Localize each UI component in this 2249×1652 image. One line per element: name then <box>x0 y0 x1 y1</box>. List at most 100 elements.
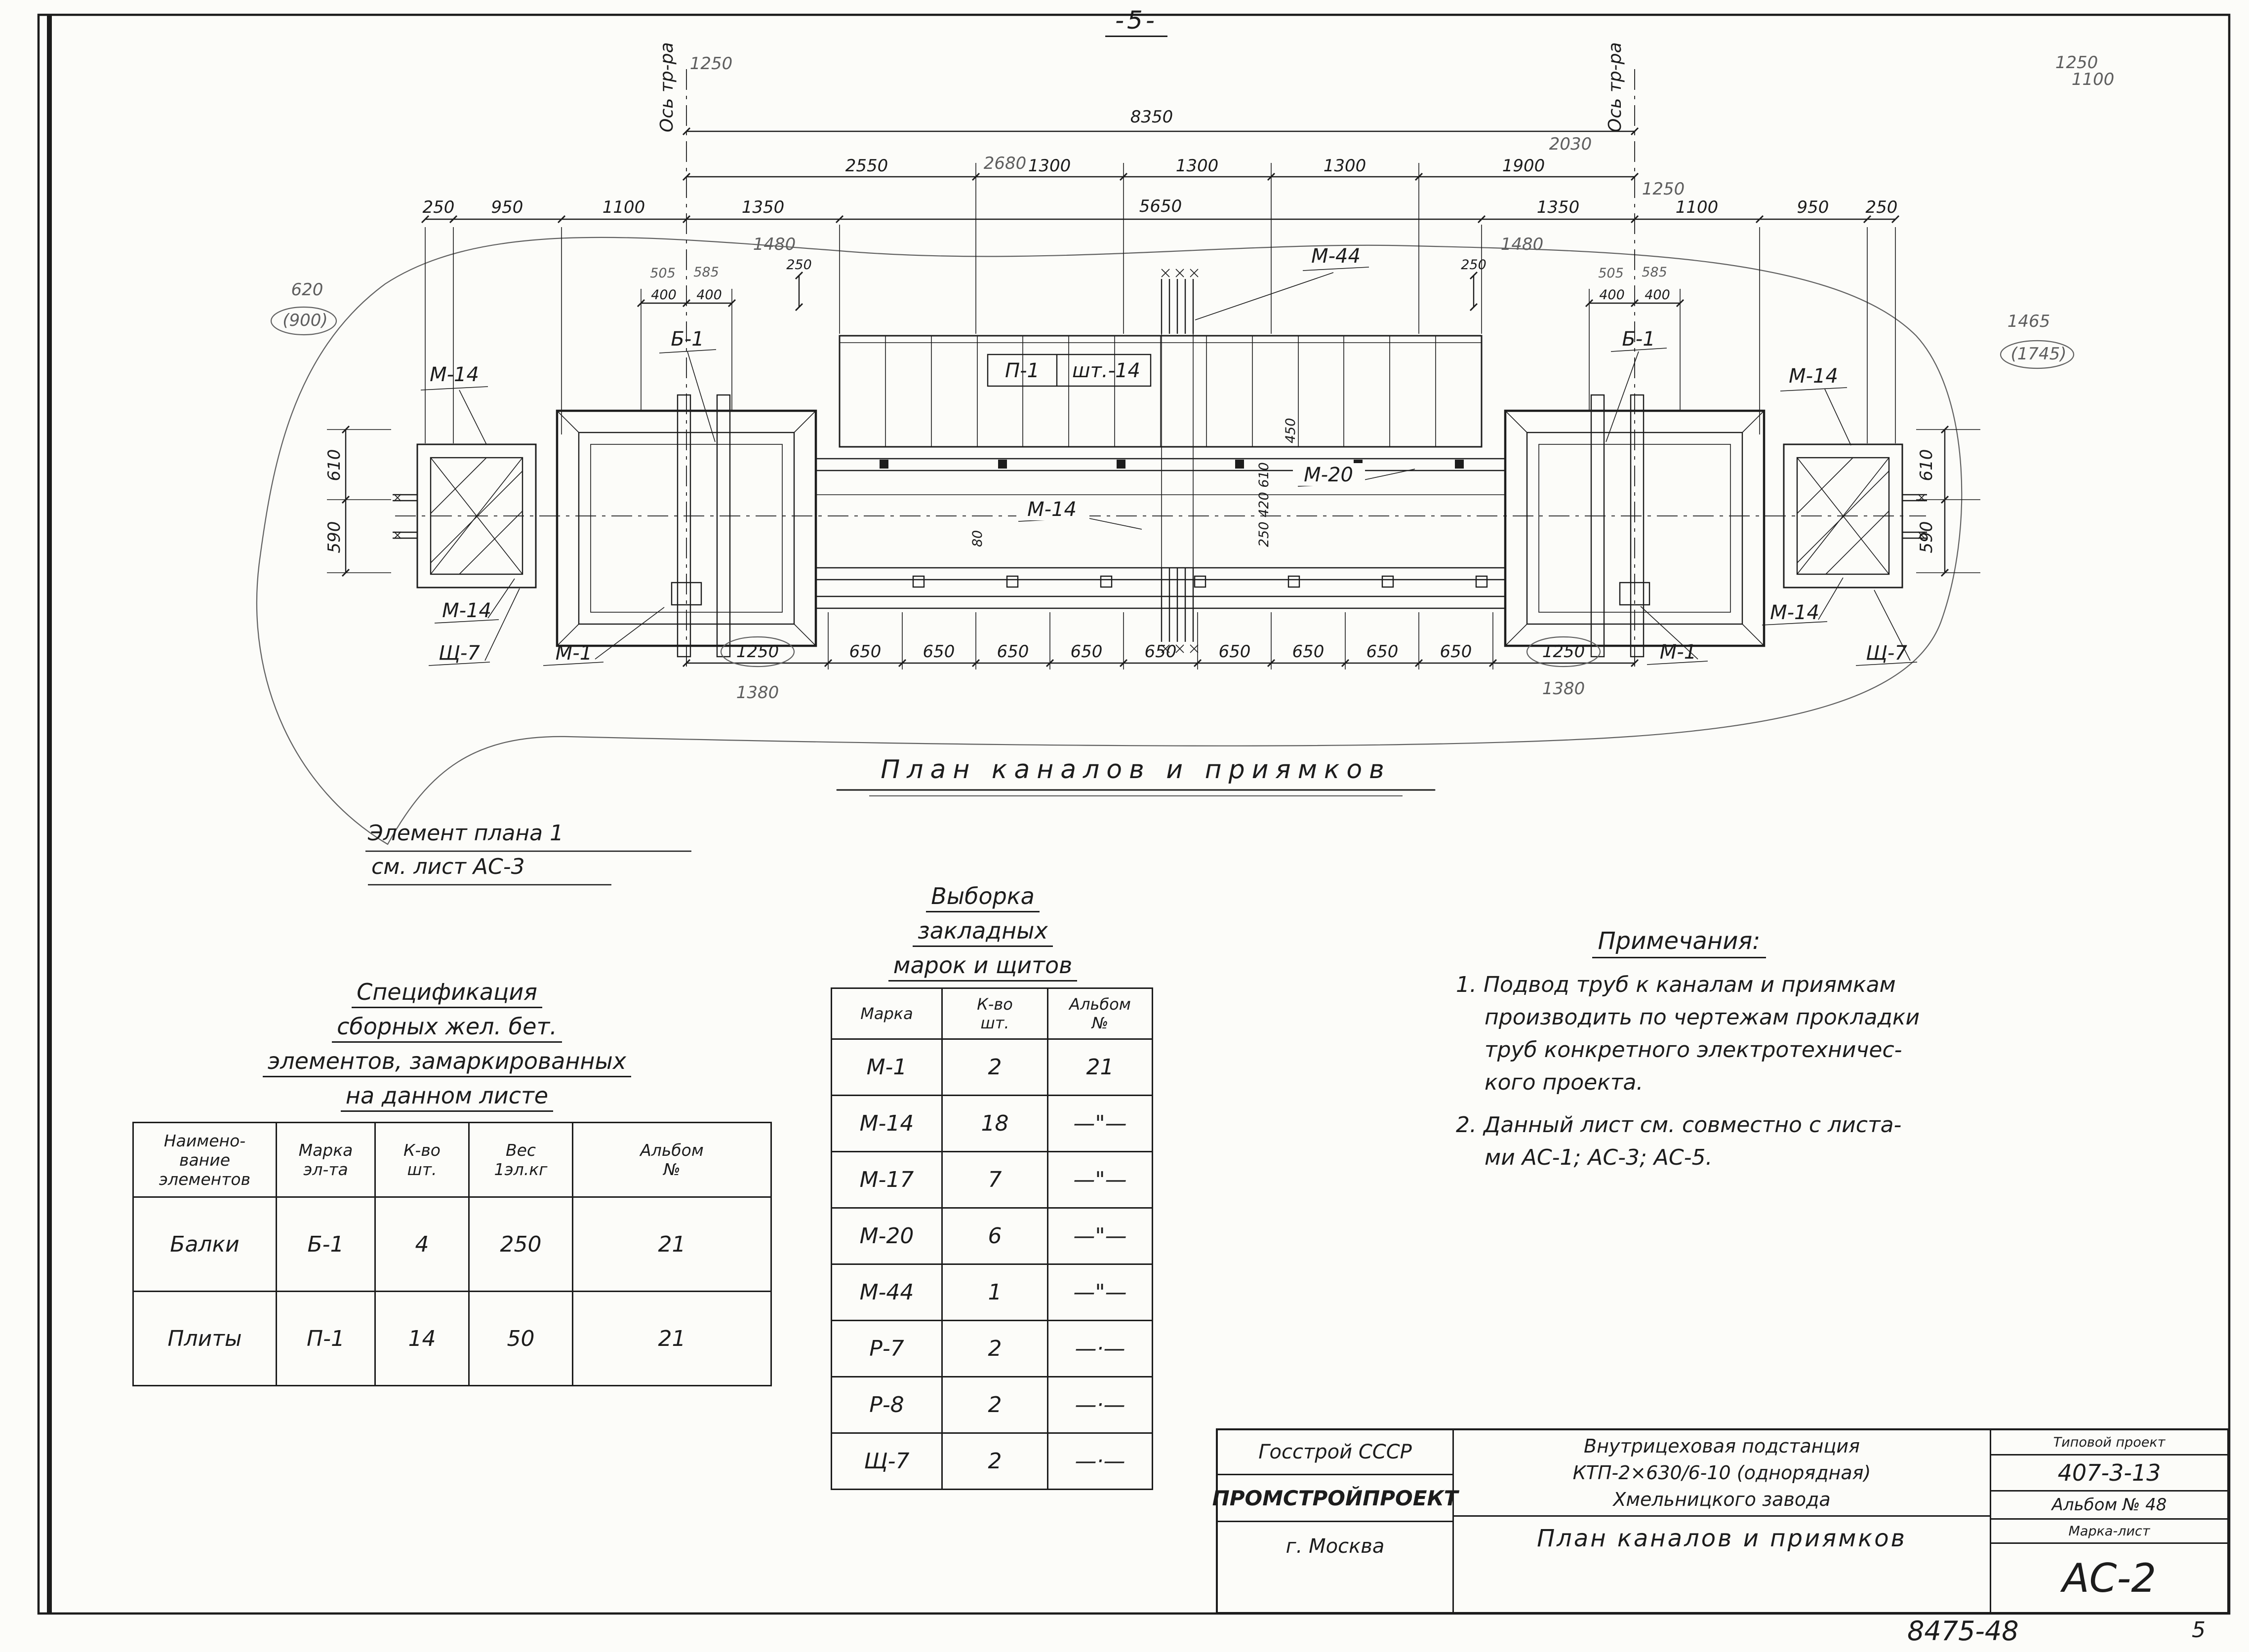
element-marks: М-14 Б-1 П-1 шт.-14 М-44 Б-1 М-14 М-20 М… <box>430 245 1907 665</box>
dim-pencil-900: (900) <box>282 311 327 330</box>
mark-m14-top-left: М-14 <box>430 363 479 386</box>
selection-cell-mark: М-20 <box>831 1207 943 1265</box>
dim-650-4: 650 <box>1071 642 1103 662</box>
selection-cell-mark: Р-8 <box>831 1376 943 1434</box>
note-item-2: 2. Данный лист см. совместно с листа- ми… <box>1456 1112 1902 1170</box>
album-number: Альбом № 48 <box>1991 1492 2227 1520</box>
dim-pencil-1100-topright: 1100 <box>2072 70 2115 89</box>
spec-cell-weight: 250 <box>468 1196 573 1292</box>
corner-mark: 5 <box>2192 1617 2206 1643</box>
org-line-1: Госстрой СССР <box>1218 1430 1452 1475</box>
table-row: М-20 6 —"— <box>831 1207 1153 1265</box>
dim-pencil-1250-topleft: 1250 <box>690 54 733 74</box>
note-item-1: 1. Подвод труб к каналам и приямкам прои… <box>1456 972 1920 1095</box>
plan-title: План каналов и приямков <box>881 755 1391 785</box>
project-line-2: КТП-2×630/6-10 (однорядная) <box>1572 1462 1871 1484</box>
dim-row-8: 250 <box>1866 197 1898 217</box>
selection-cell-mark: Р-7 <box>831 1320 943 1377</box>
dim-590-left: 590 <box>324 521 344 553</box>
spec-header-mark: Марка эл-та <box>276 1122 376 1198</box>
dim-400-right-a: 400 <box>1599 287 1625 303</box>
title-block-project: Внутрицеховая подстанция КТП-2×630/6-10 … <box>1454 1430 1991 1612</box>
table-row: М-1 2 21 <box>831 1038 1153 1096</box>
dim-400-left-b: 400 <box>696 287 722 303</box>
dim-650-7: 650 <box>1292 642 1325 662</box>
selection-cell-album: —"— <box>1047 1263 1153 1321</box>
selection-cell-mark: М-44 <box>831 1263 943 1321</box>
selection-cell-album: —·— <box>1047 1376 1153 1434</box>
spec-title-line: элементов, замаркированных <box>123 1048 770 1077</box>
mark-m14-center: М-14 <box>1027 498 1077 521</box>
table-row: М-14 18 —"— <box>831 1095 1153 1152</box>
mark-p1-qty: шт.-14 <box>1072 359 1140 382</box>
selection-cell-qty: 2 <box>941 1432 1048 1490</box>
center-embedded-element <box>1161 269 1199 653</box>
spec-table: Наимено- вание элементов Марка эл-та К-в… <box>132 1122 772 1386</box>
spec-cell-name: Балки <box>132 1196 277 1292</box>
dim-pencil-1745: (1745) <box>2010 344 2066 364</box>
title-block-series: Типовой проект 407-3-13 Альбом № 48 Марк… <box>1991 1430 2227 1612</box>
table-row: Плиты П-1 14 50 21 <box>132 1291 772 1386</box>
dim-650-3: 650 <box>997 642 1029 662</box>
dim-top-3: 1300 <box>1324 156 1366 176</box>
dim-row-3: 1350 <box>742 197 785 217</box>
dim-400-right-b: 400 <box>1645 287 1670 303</box>
dim-505-right: 505 <box>1598 266 1624 281</box>
dimension-lines <box>341 127 1949 668</box>
dim-row-7: 950 <box>1797 197 1829 217</box>
selection-header-row: Марка К-во шт. Альбом № <box>831 987 1153 1040</box>
dim-1250-right: 1250 <box>1542 642 1585 662</box>
selection-header-album: Альбом № <box>1047 987 1153 1040</box>
freehand-outline <box>256 236 1963 845</box>
dim-250-left: 250 <box>786 257 812 273</box>
document-code: 8475-48 <box>1907 1615 2019 1647</box>
selection-cell-album: —·— <box>1047 1320 1153 1377</box>
page-number: -5- <box>1105 6 1167 37</box>
mark-m44: М-44 <box>1311 245 1361 268</box>
spec-title-line: сборных жел. бет. <box>123 1013 770 1043</box>
spec-cell-mark: Б-1 <box>276 1196 376 1292</box>
title-block: Госстрой СССР ПРОМСТРОЙПРОЕКТ г. Москва … <box>1212 1428 2229 1614</box>
dim-row-1: 950 <box>491 197 523 217</box>
mark-shch7-left: Щ-7 <box>439 642 480 665</box>
selection-cell-album: —"— <box>1047 1207 1153 1265</box>
left-transformer-pit <box>556 394 817 658</box>
mark-m20: М-20 <box>1304 464 1353 486</box>
far-left-panel <box>393 443 537 589</box>
project-line-3: Хмельницкого завода <box>1613 1489 1831 1510</box>
spec-title-line: Спецификация <box>123 979 770 1008</box>
dim-top-pencil-0: 2680 <box>984 154 1027 173</box>
dim-610-left: 610 <box>324 449 344 481</box>
dim-1250-left: 1250 <box>736 642 779 662</box>
extension-lines <box>327 163 1980 669</box>
selection-header-mark: Марка <box>831 987 943 1040</box>
far-right-panel <box>1783 443 1927 589</box>
table-row: Щ-7 2 —·— <box>831 1432 1153 1490</box>
dim-row-2: 1100 <box>602 197 645 217</box>
selection-cell-mark: Щ-7 <box>831 1432 943 1490</box>
selection-cell-album: —·— <box>1047 1432 1153 1490</box>
mark-shch7-right: Щ-7 <box>1866 642 1907 665</box>
dim-pencil-1480-right: 1480 <box>1501 235 1544 254</box>
dim-pencil-620: 620 <box>291 280 323 300</box>
selection-cell-mark: М-17 <box>831 1151 943 1209</box>
table-row: М-44 1 —"— <box>831 1263 1153 1321</box>
dim-650-2: 650 <box>923 642 955 662</box>
selection-cell-album: —"— <box>1047 1095 1153 1152</box>
plan-note-line1: Элемент плана 1 <box>367 821 563 846</box>
selection-cell-qty: 18 <box>941 1095 1048 1152</box>
dim-rot-80: 80 <box>970 530 985 547</box>
selection-cell-qty: 7 <box>941 1151 1048 1209</box>
spec-cell-weight: 50 <box>468 1291 573 1386</box>
dim-650-8: 650 <box>1366 642 1399 662</box>
dim-top-pencil-1: 2030 <box>1549 134 1592 154</box>
right-transformer-pit <box>1504 394 1766 658</box>
dim-650-9: 650 <box>1440 642 1472 662</box>
mark-b1-right: Б-1 <box>1622 328 1655 351</box>
dim-top-2: 1300 <box>1176 156 1219 176</box>
axis-label-left: Ось тр-ра <box>657 42 677 132</box>
project-line-1: Внутрицеховая подстанция <box>1584 1435 1860 1457</box>
spec-cell-mark: П-1 <box>276 1291 376 1386</box>
series-label: Типовой проект <box>1991 1430 2227 1455</box>
